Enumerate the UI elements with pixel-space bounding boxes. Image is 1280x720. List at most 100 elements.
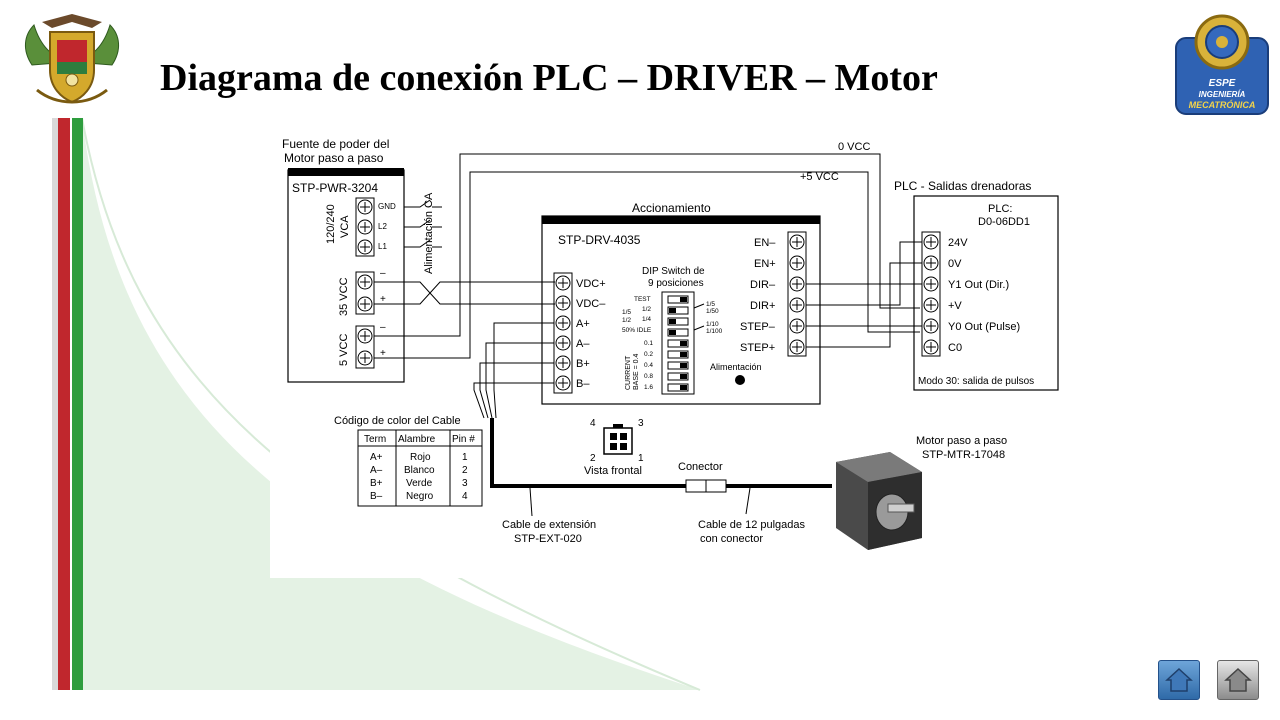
cc-r0-wire: Rojo (410, 452, 431, 463)
cc-r3-term: B– (370, 491, 383, 502)
cc-r1-term: A– (370, 465, 383, 476)
plc-plusv: +V (948, 300, 962, 312)
dip-step-15: 1/5 (622, 309, 631, 316)
wiring-diagram: Fuente de poder del Motor paso a paso ST… (270, 118, 1070, 578)
logo-line1: ESPE (1209, 78, 1236, 89)
motor-label1: Motor paso a paso (916, 435, 1007, 447)
psu-35vcc-label: 35 VCC (338, 277, 350, 316)
psu-ac-side-label: Alimentación CA (423, 192, 435, 274)
cc-head-pin: Pin # (452, 434, 475, 445)
espe-mecatronica-logo-icon: ESPE INGENIERÍA MECATRÓNICA (1175, 14, 1269, 115)
white-gap (70, 118, 72, 690)
cable12-label2: con conector (700, 533, 763, 545)
red-stripe (58, 118, 70, 690)
psu-5-minus: – (380, 322, 386, 333)
connector-front-view (603, 424, 633, 455)
dip-16: 1.6 (644, 384, 653, 391)
dip-step-12: 1/2 (622, 317, 631, 324)
conn-pin3: 3 (638, 418, 644, 429)
plc-24v: 24V (948, 237, 968, 249)
cable-ext-label2: STP-EXT-020 (514, 533, 582, 545)
driver-right-terminals: EN– EN+ DIR– DIR+ STEP– STEP+ (740, 234, 805, 355)
dip-01: 0.1 (644, 340, 653, 347)
cc-r2-term: B+ (370, 478, 383, 489)
cc-r0-term: A+ (370, 452, 383, 463)
driver-a-minus: A– (576, 338, 590, 350)
driver-a-plus: A+ (576, 318, 590, 330)
driver-en-plus: EN+ (754, 258, 776, 270)
driver-b-plus: B+ (576, 358, 590, 370)
home-gray-icon (1224, 667, 1252, 692)
coat-of-arms-icon (25, 14, 119, 104)
dip-idle: 50% IDLE (622, 327, 652, 334)
driver-vdc-minus: VDC– (576, 298, 606, 310)
dip-title2: 9 posiciones (648, 278, 704, 289)
psu-5-plus: + (380, 348, 386, 359)
driver-vdc-plus: VDC+ (576, 278, 606, 290)
cc-r3-wire: Negro (406, 491, 434, 502)
dip-half: 1/2 (642, 306, 651, 313)
psu-ac-terminals: GND L2 L1 (355, 197, 396, 257)
psu-gnd: GND (378, 202, 396, 211)
psu-l2: L2 (378, 222, 387, 231)
conn-front-label: Vista frontal (584, 465, 642, 477)
home-button[interactable] (1158, 660, 1200, 700)
dip-base: BASE = 0.4 (633, 354, 640, 390)
psu-ac-label2: VCA (339, 215, 351, 238)
cc-head-wire: Alambre (398, 434, 436, 445)
stepper-motor-icon (836, 452, 922, 550)
driver-dir-minus: DIR– (750, 279, 776, 291)
plc-terminals: 24V 0V Y1 Out (Dir.) +V Y0 Out (Pulse) C… (923, 234, 1020, 355)
plc-y1: Y1 Out (Dir.) (948, 279, 1009, 291)
cable12-label1: Cable de 12 pulgadas (698, 519, 806, 531)
psu-header-line2: Motor paso a paso (284, 151, 384, 165)
home-gray-button[interactable] (1217, 660, 1259, 700)
cc-r1-wire: Blanco (404, 465, 435, 476)
motor-label2: STP-MTR-17048 (922, 449, 1005, 461)
background-curve (82, 118, 700, 690)
plc-box (913, 195, 1059, 391)
driver-step-plus: STEP+ (740, 342, 775, 354)
logo-line2: INGENIERÍA (1199, 90, 1246, 99)
conn-pin1: 1 (638, 453, 644, 464)
dip-switch (661, 291, 695, 395)
plc-header: PLC - Salidas drenadoras (894, 179, 1031, 193)
psu-ac-label1: 120/240 (325, 204, 337, 244)
plc-model2: D0-06DD1 (978, 216, 1030, 228)
driver-model: STP-DRV-4035 (558, 233, 641, 247)
dip-current: CURRENT (625, 355, 632, 390)
dip-r-1100: 1/100 (706, 328, 723, 335)
left-gray-stripe (52, 118, 58, 690)
page-title: Diagrama de conexión PLC – DRIVER – Moto… (160, 57, 938, 99)
driver-step-minus: STEP– (740, 321, 776, 333)
color-code-title: Código de color del Cable (334, 415, 461, 427)
psu-5vcc-label: 5 VCC (338, 334, 350, 366)
driver-dir-plus: DIR+ (750, 300, 775, 312)
cc-r0-pin: 1 (462, 452, 468, 463)
green-stripe (72, 118, 83, 690)
cc-r2-wire: Verde (406, 478, 433, 489)
psu-header-line1: Fuente de poder del (282, 137, 389, 151)
cable-ext-label1: Cable de extensión (502, 519, 596, 531)
dip-r-110: 1/10 (706, 321, 719, 328)
cc-head-term: Term (364, 434, 386, 445)
dip-title1: DIP Switch de (642, 266, 705, 277)
plc-y0: Y0 Out (Pulse) (948, 321, 1020, 333)
color-code-table (357, 429, 483, 507)
conn-pin2: 2 (590, 453, 596, 464)
wire-5vcc-label: +5 VCC (800, 171, 839, 183)
psu-35-minus: – (380, 268, 386, 279)
dip-02: 0.2 (644, 351, 653, 358)
dip-test: TEST (634, 296, 651, 303)
plc-0v: 0V (948, 258, 962, 270)
logo-line3: MECATRÓNICA (1189, 99, 1256, 110)
dip-r-150: 1/50 (706, 308, 719, 315)
wire-0vcc-label: 0 VCC (838, 141, 870, 153)
plc-model1: PLC: (988, 203, 1012, 215)
psu-35-plus: + (380, 294, 386, 305)
home-icon (1165, 667, 1193, 692)
cc-r1-pin: 2 (462, 465, 468, 476)
driver-power-led (735, 375, 745, 385)
dip-04: 0.4 (644, 362, 653, 369)
driver-header: Accionamiento (632, 201, 711, 215)
